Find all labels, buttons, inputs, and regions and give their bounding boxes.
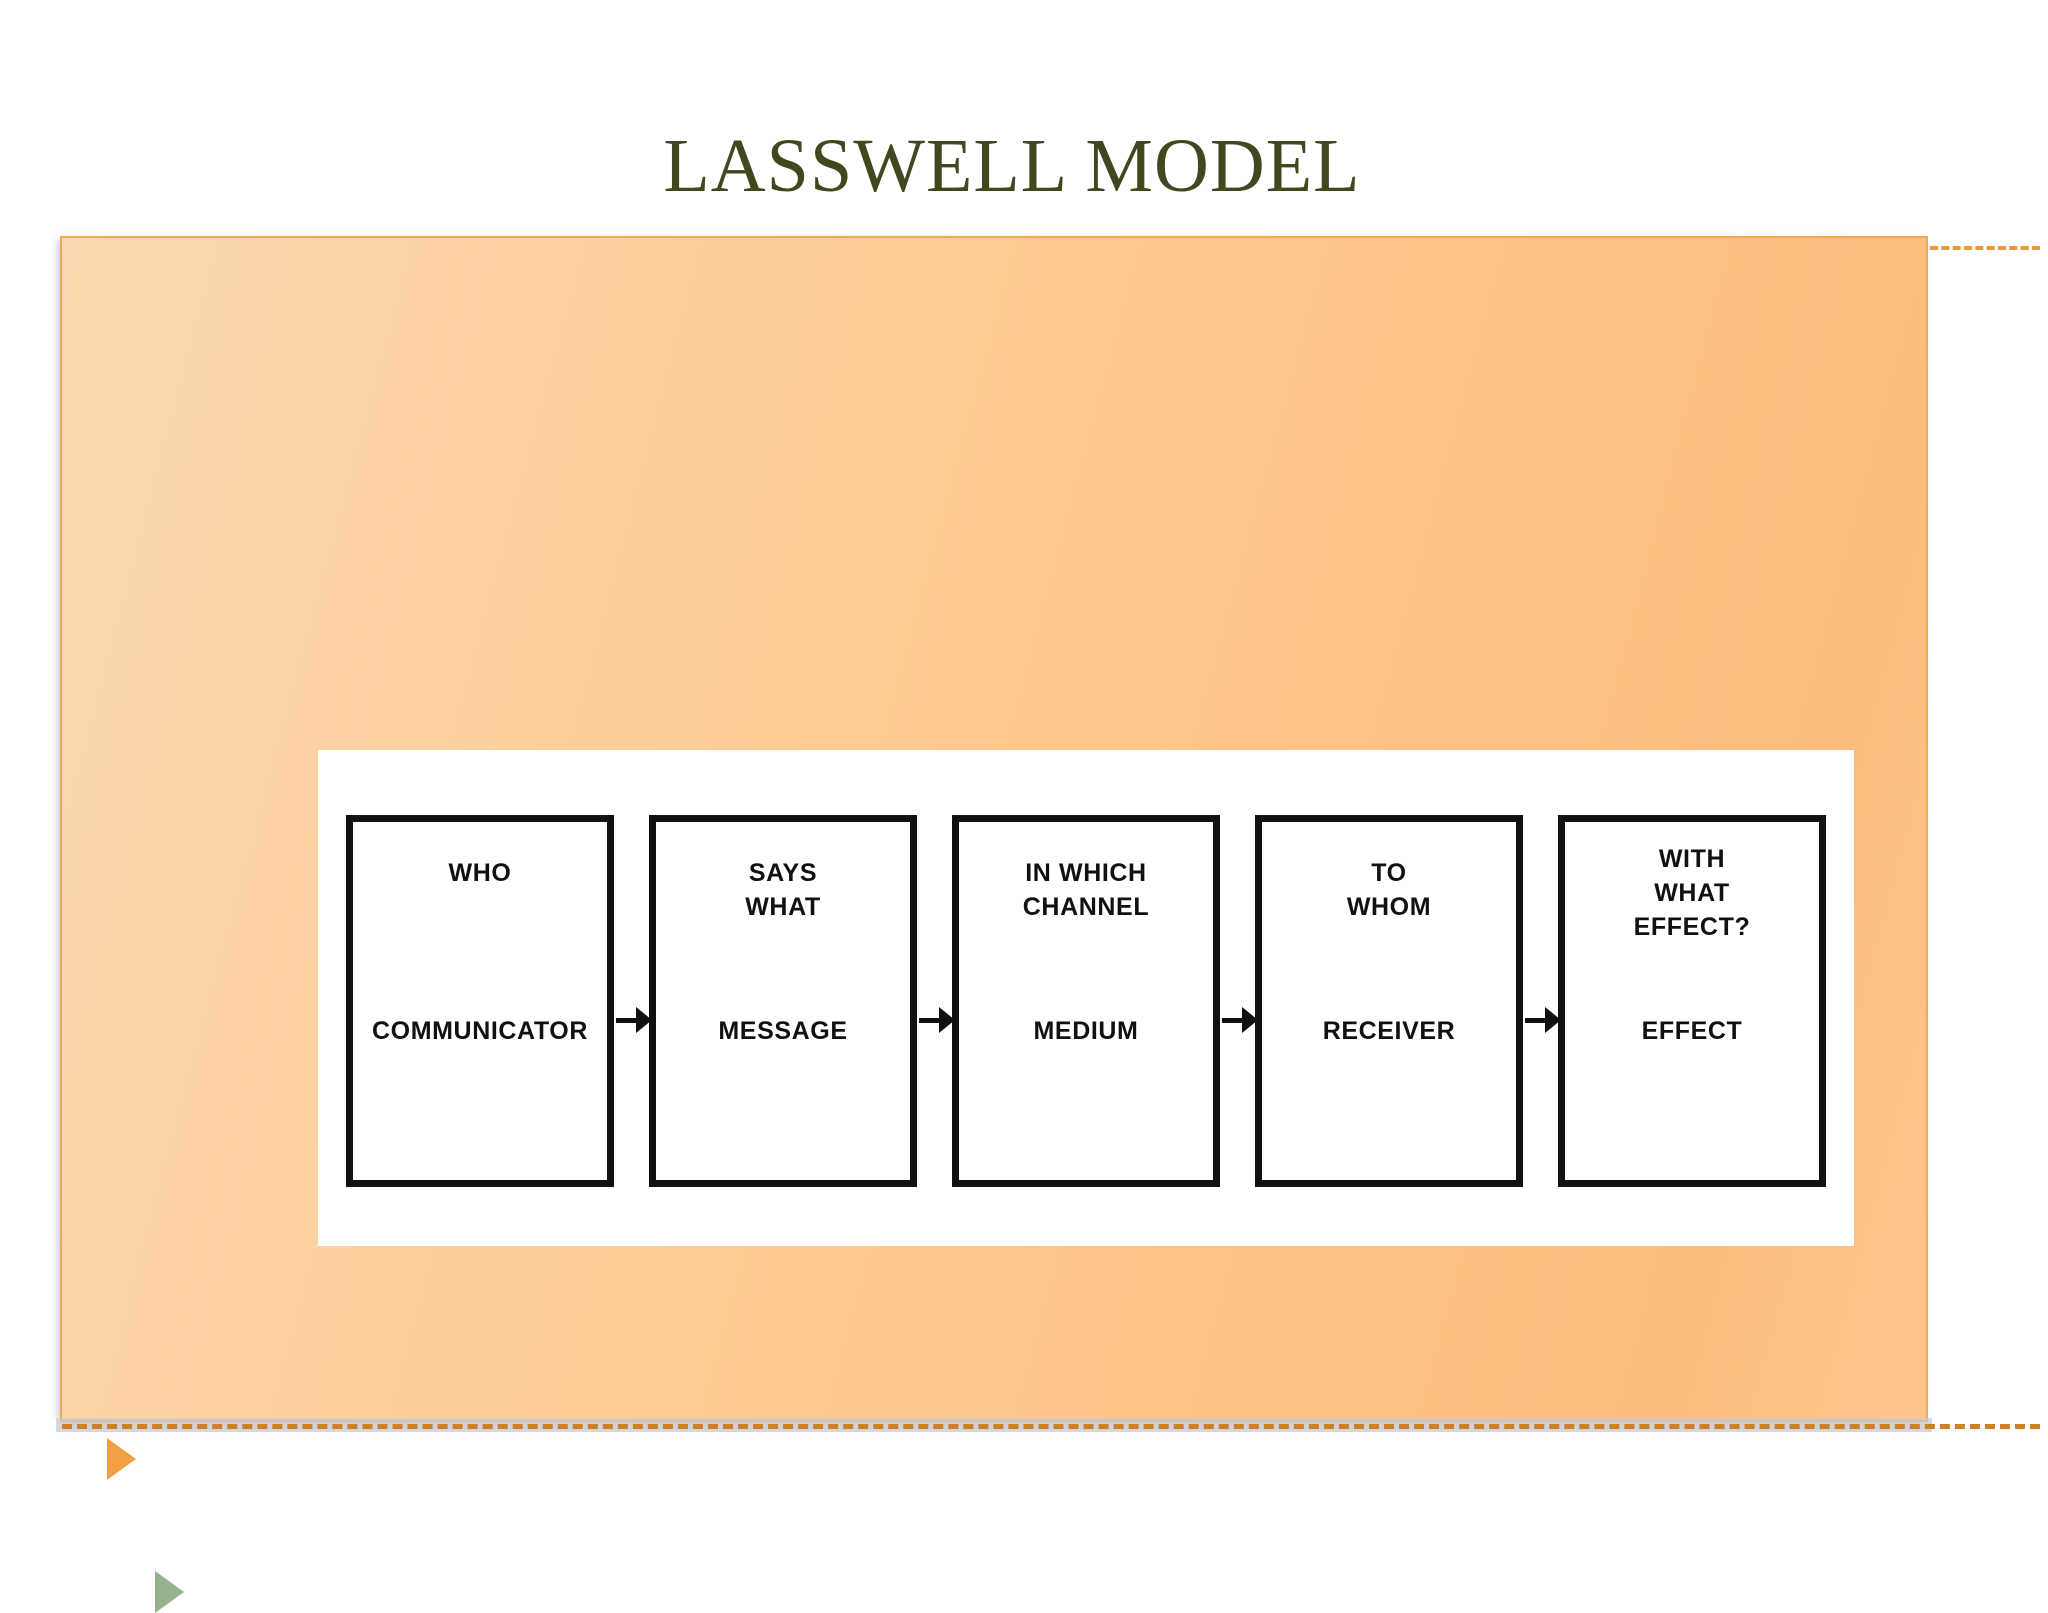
stage-term-label: COMMUNICATOR	[372, 1017, 588, 1045]
stage-term-label: MEDIUM	[1033, 1017, 1139, 1045]
stage-question-label: WHO	[448, 859, 512, 887]
stage-box-with-what-effect[interactable]: WITH WHAT EFFECT? EFFECT	[1558, 815, 1826, 1187]
content-panel: WHO COMMUNICATOR SAYS WHAT MESSAGE IN WH…	[60, 236, 1928, 1613]
stage-box-to-whom[interactable]: TO WHOM RECEIVER	[1255, 815, 1523, 1187]
dashed-guide-bottom	[62, 1424, 2040, 1429]
lasswell-diagram-figure: WHO COMMUNICATOR SAYS WHAT MESSAGE IN WH…	[318, 750, 1854, 1246]
arrow-right-icon	[1220, 815, 1258, 1187]
arrow-right-icon	[917, 815, 955, 1187]
stage-question-label: WITH WHAT EFFECT?	[1633, 845, 1751, 941]
stage-term-label: RECEIVER	[1322, 1017, 1456, 1045]
dashed-guide-top	[1930, 246, 2040, 250]
bullet-triangle-icon	[155, 1571, 184, 1613]
stage-box-in-which-channel[interactable]: IN WHICH CHANNEL MEDIUM	[952, 815, 1220, 1187]
stage-term-label: EFFECT	[1641, 1017, 1743, 1045]
page-title: LASSWELL MODEL	[663, 124, 1361, 208]
arrow-right-icon	[1523, 815, 1561, 1187]
stage-question-label: IN WHICH CHANNEL	[1022, 859, 1150, 921]
diagram-stage-row: WHO COMMUNICATOR SAYS WHAT MESSAGE IN WH…	[346, 815, 1826, 1187]
stage-question-label: TO WHOM	[1346, 859, 1432, 921]
stage-box-says-what[interactable]: SAYS WHAT MESSAGE	[649, 815, 917, 1187]
bullet-triangle-icon	[107, 1438, 136, 1480]
arrow-right-icon	[614, 815, 652, 1187]
stage-box-who[interactable]: WHO COMMUNICATOR	[346, 815, 614, 1187]
stage-question-label: SAYS WHAT	[745, 859, 821, 921]
stage-term-label: MESSAGE	[718, 1017, 848, 1045]
